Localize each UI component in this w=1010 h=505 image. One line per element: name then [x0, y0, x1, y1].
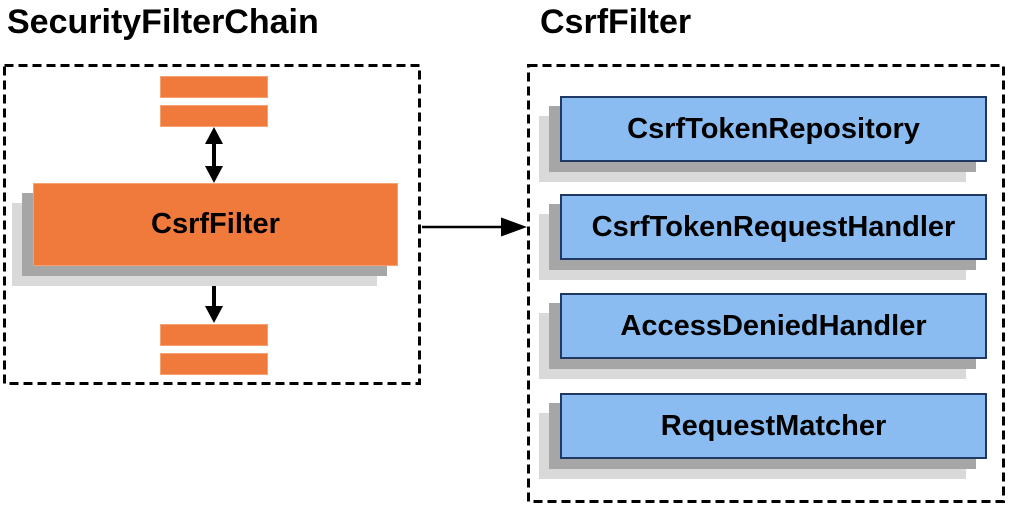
component-label: RequestMatcher	[660, 409, 887, 442]
component-box: AccessDeniedHandler	[560, 293, 987, 359]
component-box: CsrfTokenRepository	[560, 96, 987, 162]
arrow-right-icon	[422, 217, 527, 237]
component-request-matcher: RequestMatcher	[539, 393, 987, 479]
dashed-border	[3, 64, 421, 385]
component-box: CsrfTokenRequestHandler	[560, 194, 987, 260]
double-arrow-icon	[205, 127, 223, 183]
filter-bar	[160, 324, 268, 346]
security-filter-chain-panel: CsrfFilter	[3, 64, 421, 385]
csrf-filter-panel: CsrfTokenRepository CsrfTokenRequestHand…	[527, 64, 1005, 503]
component-access-denied-handler: AccessDeniedHandler	[539, 293, 987, 379]
component-label: CsrfTokenRequestHandler	[591, 210, 956, 243]
component-csrf-token-repository: CsrfTokenRepository	[539, 96, 987, 182]
csrf-filter-box-label: CsrfFilter	[151, 208, 280, 240]
csrf-filter-box-group: CsrfFilter	[12, 183, 398, 286]
component-box: RequestMatcher	[560, 393, 987, 459]
filter-bar	[160, 353, 268, 375]
csrf-filter-title: CsrfFilter	[540, 3, 692, 41]
component-csrf-token-request-handler: CsrfTokenRequestHandler	[539, 194, 987, 280]
dashed-border	[527, 64, 1005, 503]
csrf-filter-box: CsrfFilter	[33, 183, 398, 266]
filter-bar	[160, 76, 268, 98]
component-label: CsrfTokenRepository	[627, 112, 920, 145]
filter-bar	[160, 105, 268, 127]
component-label: AccessDeniedHandler	[620, 309, 927, 342]
security-filter-chain-title: SecurityFilterChain	[7, 3, 319, 41]
